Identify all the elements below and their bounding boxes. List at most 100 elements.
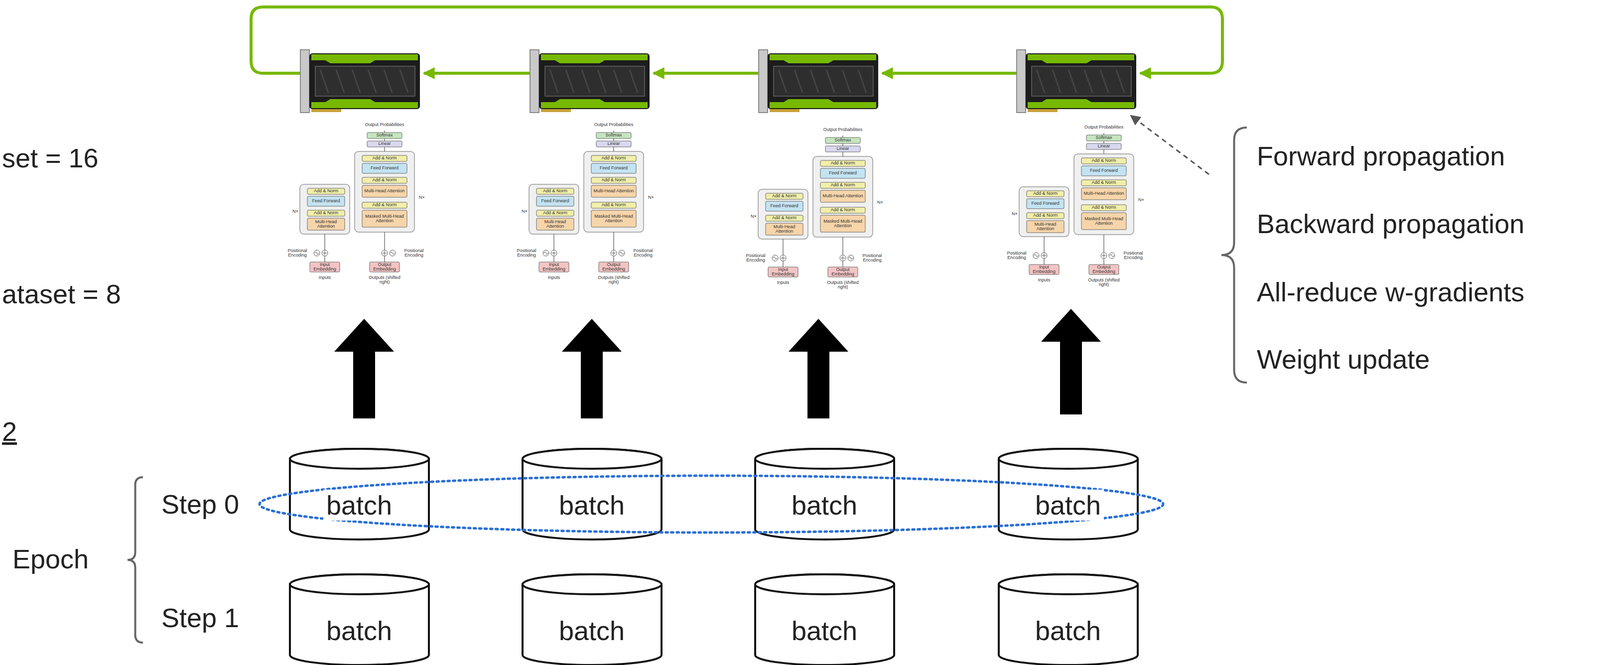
leader-arrow [1130, 115, 1209, 175]
layer-label: Linear [1086, 143, 1122, 150]
annotation-text: ataset = 8 [1, 277, 122, 310]
layer-label: Add & Norm [362, 155, 407, 162]
gpu-card [300, 49, 420, 113]
input-arrows [334, 308, 1101, 419]
layer-label: Add & Norm [1026, 190, 1065, 197]
layer-label: Feed Forward [765, 201, 803, 212]
annotation-text: Backward propagation [1256, 207, 1525, 240]
batch-label: batch [1032, 489, 1104, 521]
layer-label: Output Probabilities [359, 119, 410, 131]
layer-label: Add & Norm [536, 210, 574, 217]
braces [127, 127, 1247, 643]
layer-label: Positional Encoding [399, 247, 429, 259]
layer-label: Feed Forward [362, 163, 407, 174]
layer-label: Input Embedding [1029, 264, 1060, 275]
layer-label: Masked Multi-Head Attention [362, 210, 407, 228]
bracket [1221, 127, 1247, 383]
dotted-ellipse [259, 475, 1164, 533]
layer-label: Input Embedding [538, 262, 569, 272]
layer-label: Softmax [367, 132, 402, 139]
layer-label: Positional Encoding [743, 252, 769, 264]
layer-label: Multi-Head Attention [536, 218, 574, 231]
batch-cylinder: batch [521, 574, 663, 665]
layer-label: Positional Encoding [1004, 250, 1030, 262]
layer-label: Positional Encoding [628, 247, 658, 259]
transformer-figure [758, 135, 873, 277]
input-arrow [1041, 308, 1101, 415]
batch-label: batch [555, 489, 628, 521]
batch-label: batch [1032, 615, 1104, 647]
annotation-text: Forward propagation [1256, 139, 1505, 172]
layer-label: Multi-Head Attention [1081, 187, 1127, 200]
batch-cylinder: batch [288, 448, 430, 540]
batch-label: batch [323, 489, 396, 521]
transformer-group [299, 130, 1134, 277]
layer-label: Inputs [309, 274, 340, 281]
gpu-card [1016, 49, 1137, 113]
batch-label: batch [788, 489, 861, 521]
layer-label: N× [288, 208, 302, 216]
gpu-group [300, 49, 1137, 113]
batch-label: batch [555, 615, 628, 647]
layer-label: Add & Norm [765, 215, 803, 222]
layer-label: Masked Multi-Head Attention [591, 210, 637, 228]
layer-label: N× [1008, 210, 1022, 218]
annotation-text: Epoch [12, 542, 89, 575]
layer-label: Output Embedding [1088, 264, 1119, 275]
layer-label: Add & Norm [1081, 204, 1127, 211]
gpu-card [530, 49, 650, 113]
layer-label: Input Embedding [768, 266, 799, 277]
layer-label: Masked Multi-Head Attention [820, 215, 866, 233]
layer-label: Add & Norm [820, 182, 866, 189]
layer-label: Add & Norm [591, 155, 637, 162]
layer-label: Add & Norm [1081, 157, 1127, 164]
batch-cylinder: batch [754, 448, 896, 540]
layer-label: Add & Norm [591, 202, 637, 209]
layer-label: Feed Forward [591, 163, 637, 174]
layer-label: Outputs (shifted right) [364, 273, 405, 286]
batch-cylinder: batch [754, 574, 896, 665]
layer-label: Add & Norm [307, 188, 345, 195]
layer-label: Outputs (shifted right) [593, 273, 634, 286]
layer-label: Add & Norm [1081, 179, 1127, 186]
bracket [127, 477, 143, 643]
layer-label: Add & Norm [362, 177, 407, 184]
layer-label: Input Embedding [309, 262, 340, 272]
annotation-text: Weight update [1256, 343, 1430, 376]
layer-label: N× [747, 213, 761, 221]
batch-cylinder: batch [288, 574, 430, 665]
layer-label: N× [415, 194, 429, 202]
transformer-figure [529, 130, 644, 272]
layer-label: Feed Forward [307, 196, 345, 207]
layer-label: Add & Norm [307, 210, 345, 217]
batch-cylinder: batch [521, 448, 663, 540]
layer-label: Outputs (shifted right) [822, 278, 863, 291]
layer-label: Outputs (shifted right) [1083, 276, 1124, 289]
layer-label: N× [644, 194, 658, 202]
input-arrow [334, 318, 395, 419]
layer-label: Linear [825, 145, 861, 152]
annotation-text: Step 1 [161, 601, 240, 634]
annotation-text: Step 0 [161, 488, 240, 521]
annotation-text: set = 16 [1, 141, 99, 174]
batch-label: batch [788, 615, 861, 647]
layer-label: Add & Norm [820, 207, 866, 214]
layer-label: Output Embedding [598, 262, 629, 272]
layer-label: Add & Norm [1026, 212, 1065, 219]
layer-label: Output Probabilities [1078, 122, 1129, 134]
layer-label: Output Embedding [369, 262, 400, 272]
layer-label: Output Probabilities [588, 119, 639, 131]
layer-label: Add & Norm [765, 193, 803, 200]
layer-label: Softmax [825, 137, 861, 144]
layer-label: Add & Norm [536, 188, 574, 195]
layer-label: Output Embedding [827, 266, 858, 277]
ring-arrow [882, 71, 1017, 75]
layer-label: Add & Norm [362, 202, 407, 209]
layer-label: Feed Forward [536, 196, 574, 207]
layer-label: N× [518, 208, 532, 216]
annotation-text: All-reduce w-gradients [1256, 275, 1525, 308]
layer-label: Add & Norm [820, 160, 866, 167]
